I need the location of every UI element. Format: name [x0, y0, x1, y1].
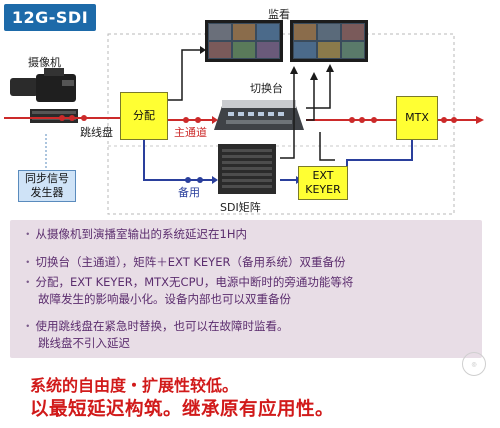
- note-item: ・从摄像机到演播室输出的系统延迟在1H内: [22, 227, 247, 241]
- note-text: 使用跳线盘在紧急时替换，也可以在故障时监看。: [35, 319, 289, 333]
- notes-panel: ・从摄像机到演播室输出的系统延迟在1H内 ・切换台（主通道），矩阵＋EXT KE…: [10, 220, 482, 358]
- switcher-icon: [214, 100, 304, 130]
- label-camera: 摄像机: [28, 56, 61, 69]
- note-item: ・切换台（主通道），矩阵＋EXT KEYER（备用系统）双重备份: [22, 255, 346, 269]
- label-sdi-matrix: SDI矩阵: [220, 201, 261, 214]
- label-backup: 备用: [178, 186, 200, 199]
- monitor-arrows: [200, 46, 334, 80]
- note-text: 切换台（主通道），矩阵＋EXT KEYER（备用系统）双重备份: [35, 255, 346, 269]
- note-text: 从摄像机到演播室输出的系统延迟在1H内: [35, 227, 247, 241]
- note-text: 故障发生的影响最小化。设备内部也可以双重备份: [38, 292, 291, 306]
- summary-line-1: 系统的自由度・扩展性较低。: [30, 376, 239, 395]
- note-text: 分配，EXT KEYER，MTX无CPU，电源中断时的旁通功能等将: [35, 275, 354, 289]
- sync-generator-box: 同步信号 发生器: [18, 170, 76, 202]
- note-text: 跳线盘不引入延迟: [38, 336, 130, 350]
- system-boundary: [107, 33, 455, 215]
- signal-dots: [59, 115, 457, 123]
- note-item: ・分配，EXT KEYER，MTX无CPU，电源中断时的旁通功能等将 故障发生的…: [22, 275, 354, 306]
- title-badge: 12G-SDI: [4, 4, 96, 31]
- sync-line2: 发生器: [30, 186, 64, 199]
- label-main-channel: 主通道: [174, 126, 207, 139]
- sync-line1: 同步信号: [25, 172, 69, 185]
- ext-keyer-line2: KEYER: [305, 183, 341, 196]
- distribute-box: 分配: [120, 92, 168, 140]
- watermark-icon: ◎: [462, 352, 486, 376]
- note-item: ・使用跳线盘在紧急时替换，也可以在故障时监看。 跳线盘不引入延迟: [22, 319, 289, 350]
- backup-dots: [185, 177, 203, 183]
- monitor-paths: [166, 49, 335, 161]
- mtx-box: MTX: [396, 96, 438, 140]
- sdi-matrix-icon: [218, 144, 276, 194]
- camera-icon: [10, 68, 76, 102]
- label-switcher: 切换台: [250, 82, 283, 95]
- backup-signal-path: [143, 134, 413, 181]
- ext-keyer-line1: EXT: [312, 169, 334, 182]
- monitor-icon: [205, 20, 368, 62]
- summary-line-2: 以最短延迟构筑。继承原有应用性。: [30, 399, 335, 420]
- label-patch: 跳线盘: [80, 126, 113, 139]
- label-monitor: 监看: [268, 8, 290, 21]
- ext-keyer-box: EXT KEYER: [298, 166, 348, 200]
- signal-diagram: [4, 20, 484, 215]
